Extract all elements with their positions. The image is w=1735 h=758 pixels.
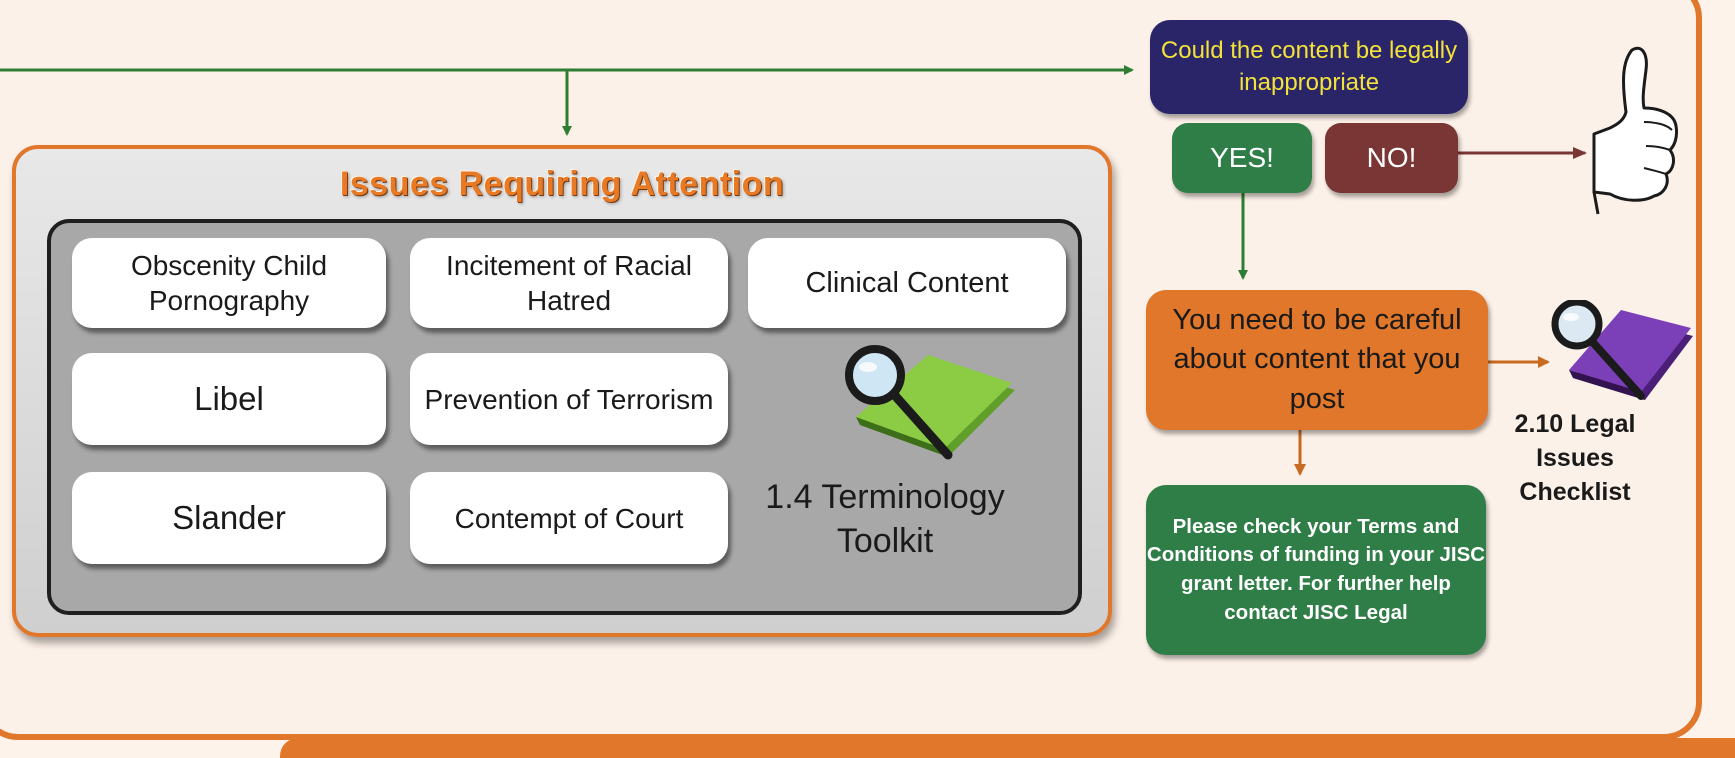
issue-terrorism-button[interactable]: Prevention of Terrorism bbox=[410, 353, 728, 445]
issue-clinical-content-button[interactable]: Clinical Content bbox=[748, 238, 1066, 328]
funding-advice-box: Please check your Terms and Conditions o… bbox=[1146, 485, 1486, 655]
issues-panel-title: Issues Requiring Attention bbox=[339, 165, 785, 203]
issue-racial-hatred-button[interactable]: Incitement of Racial Hatred bbox=[410, 238, 728, 328]
magnifier-book-purple-icon[interactable] bbox=[1545, 298, 1695, 410]
issue-contempt-button[interactable]: Contempt of Court bbox=[410, 472, 728, 564]
legal-issues-checklist-label[interactable]: 2.10 Legal Issues Checklist bbox=[1514, 410, 1636, 506]
issue-slander-button[interactable]: Slander bbox=[72, 472, 386, 564]
magnifier-book-icon[interactable] bbox=[830, 345, 1020, 470]
thumbs-up-icon bbox=[1588, 42, 1688, 222]
careful-notice-box: You need to be careful about content tha… bbox=[1146, 290, 1488, 430]
legal-question-box: Could the content be legally inappropria… bbox=[1150, 20, 1468, 114]
terminology-toolkit-label[interactable]: 1.4 Terminology Toolkit bbox=[765, 478, 1005, 561]
no-button[interactable]: NO! bbox=[1325, 123, 1458, 193]
issue-libel-button[interactable]: Libel bbox=[72, 353, 386, 445]
issue-obscenity-button[interactable]: Obscenity Child Pornography bbox=[72, 238, 386, 328]
yes-button[interactable]: YES! bbox=[1172, 123, 1312, 193]
